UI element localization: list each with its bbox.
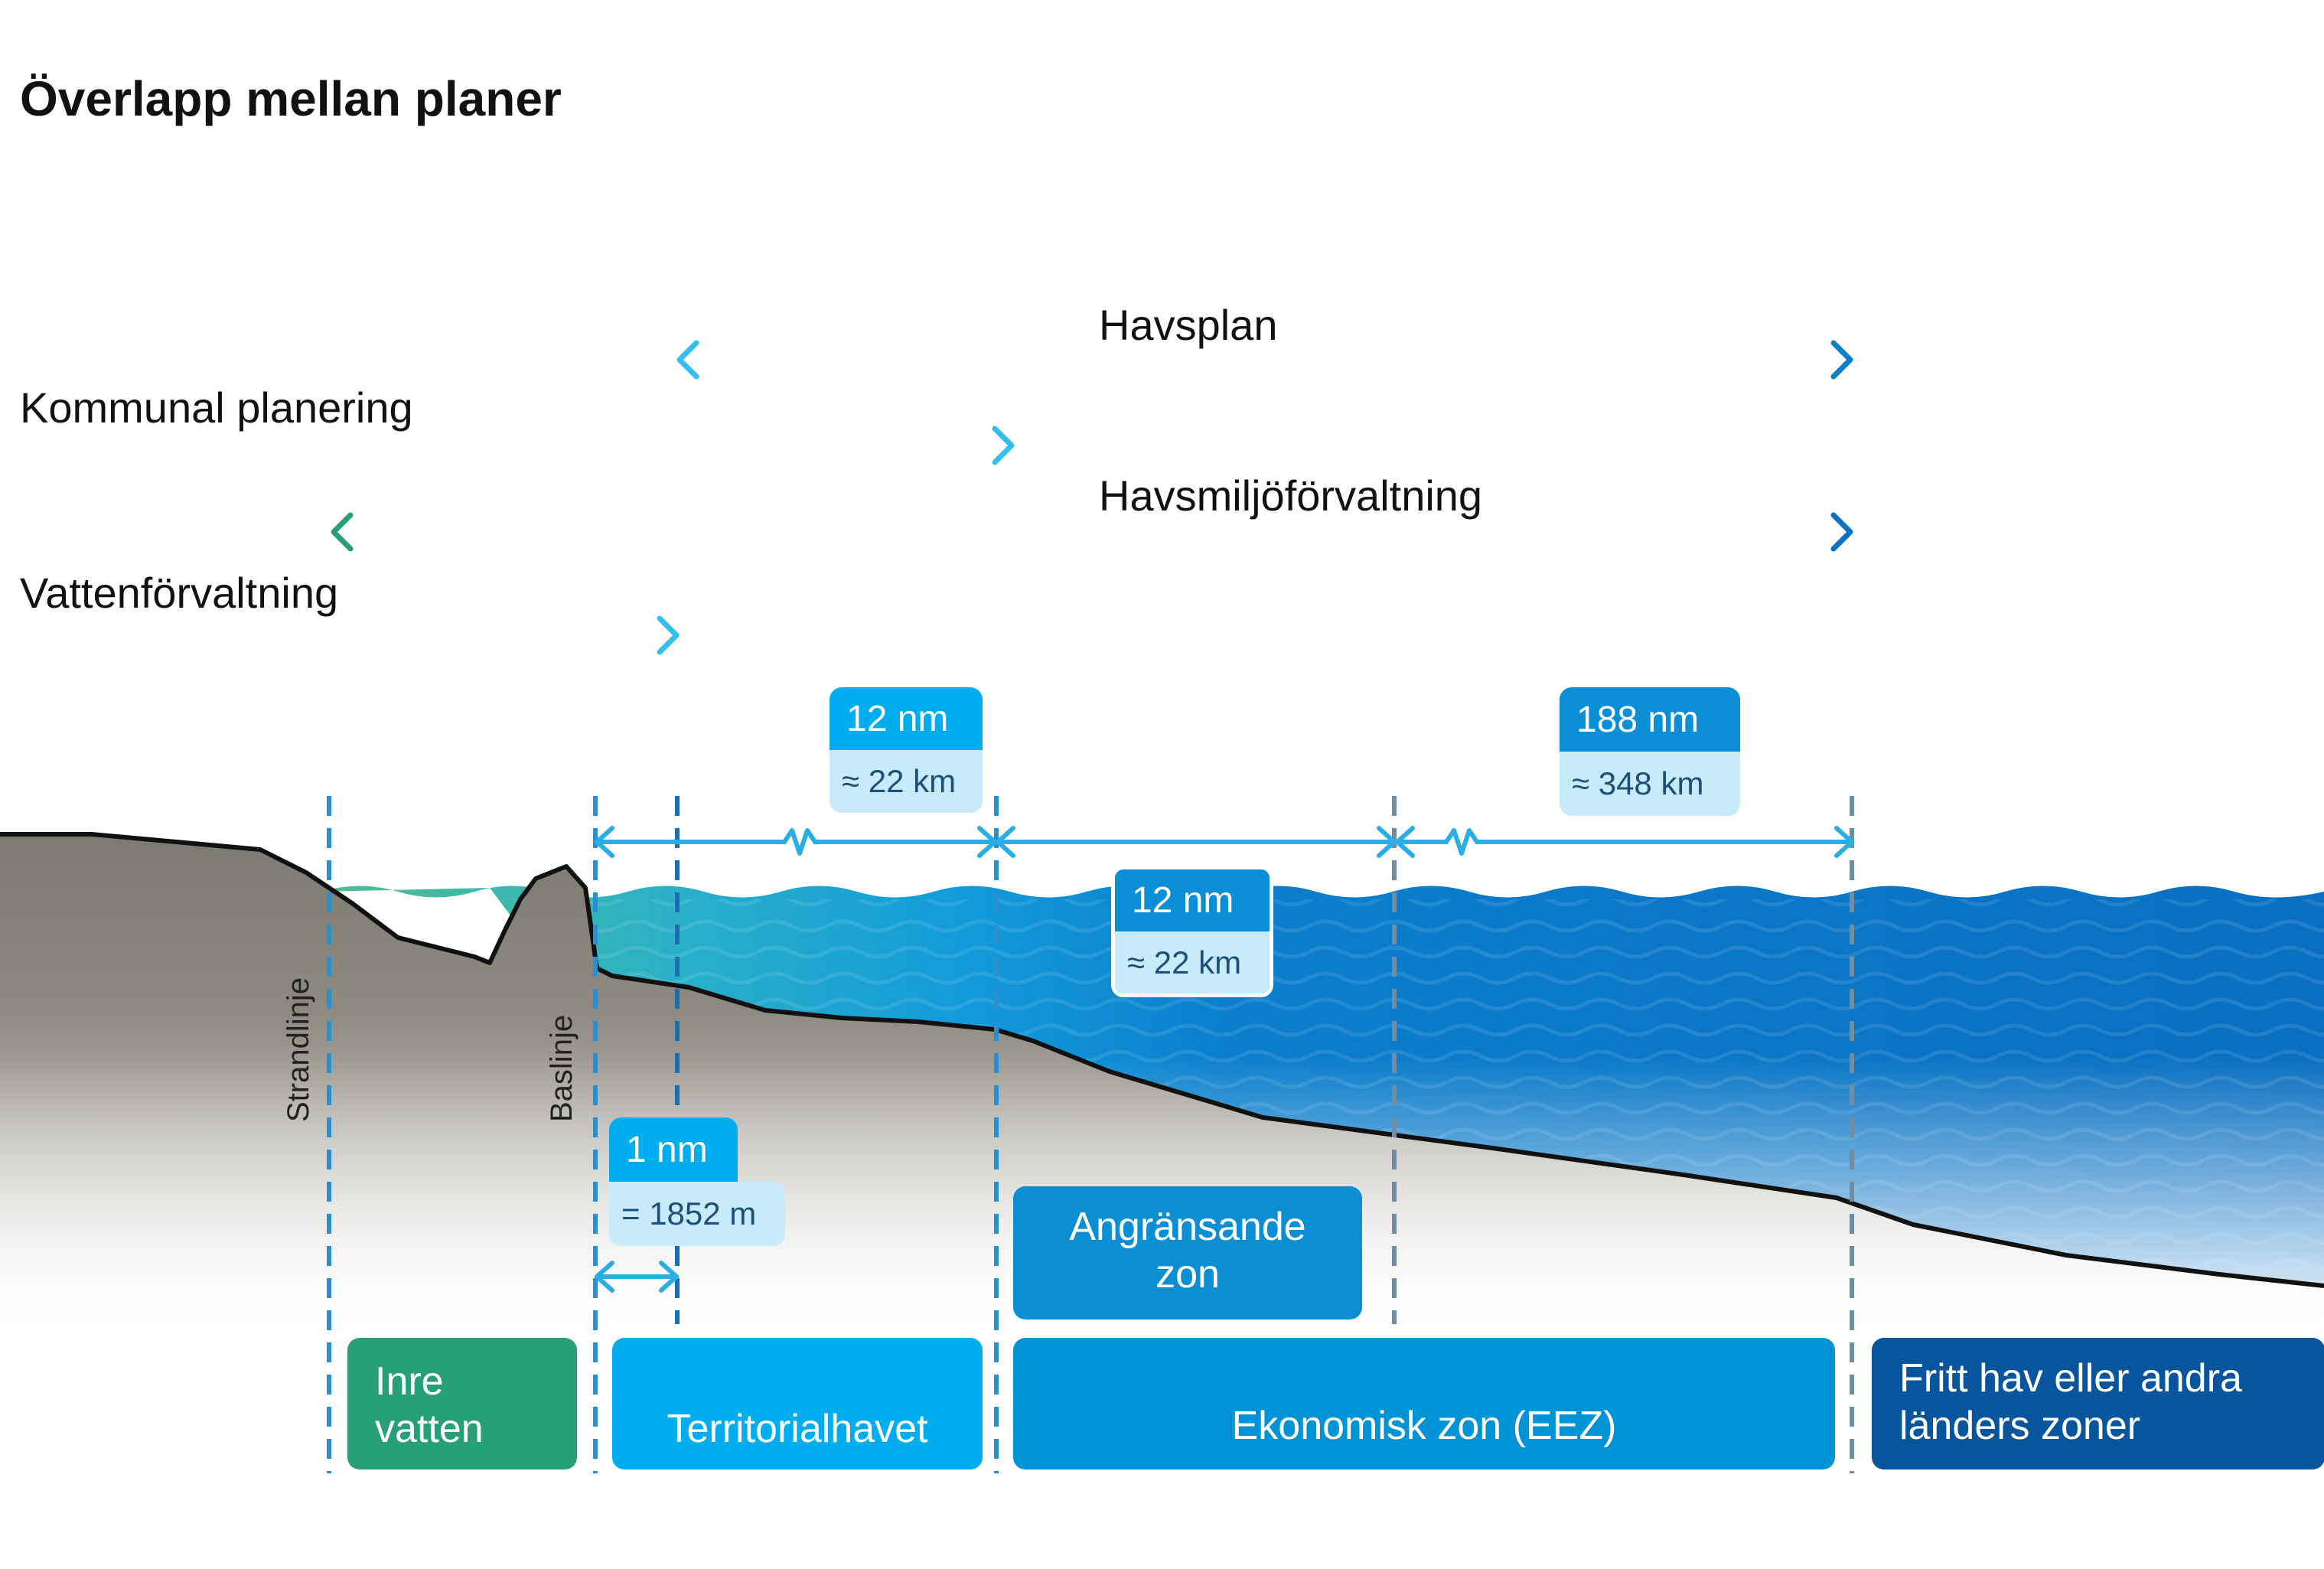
page-title: Överlapp mellan planer bbox=[20, 71, 562, 126]
havsmiljo-label: Havsmiljöförvaltning bbox=[1099, 471, 1483, 520]
baslinje-label: Baslinje bbox=[545, 1014, 579, 1122]
badge-nm: 12 nm bbox=[830, 687, 983, 750]
one-nm-badge: 1 nm = 1852 m bbox=[609, 1117, 785, 1246]
badge-km: ≈ 348 km bbox=[1560, 752, 1740, 816]
havsplan-arrow bbox=[676, 340, 1853, 380]
badge-nm: 12 nm bbox=[1115, 869, 1270, 931]
kommunal-label: Kommunal planering bbox=[20, 383, 413, 432]
contiguous-distance-badge: 12 nm ≈ 22 km bbox=[1111, 866, 1273, 997]
badge-nm: 188 nm bbox=[1560, 687, 1740, 752]
havsmiljo-arrow bbox=[331, 512, 1853, 552]
badge-nm: 1 nm bbox=[609, 1117, 738, 1182]
coastline bbox=[0, 832, 2324, 1288]
badge-km: ≈ 22 km bbox=[830, 750, 983, 813]
vatten-label: Vattenförvaltning bbox=[20, 569, 339, 617]
zone-angransande: Angränsande zon bbox=[1013, 1186, 1362, 1319]
territorial-distance-badge: 12 nm ≈ 22 km bbox=[830, 687, 983, 813]
badge-km: ≈ 22 km bbox=[1115, 931, 1270, 993]
zone-inre-vatten: Inre vatten bbox=[347, 1338, 577, 1470]
zone-boundary-lines bbox=[327, 796, 1854, 1473]
zone-eez: Ekonomisk zon (EEZ) bbox=[1013, 1338, 1835, 1470]
distance-arrows bbox=[595, 826, 1854, 1293]
vatten-arrow bbox=[0, 615, 680, 655]
badge-m: = 1852 m bbox=[609, 1182, 785, 1246]
strandlinje-label: Strandlinje bbox=[282, 977, 315, 1122]
zone-territorialhavet: Territorialhavet bbox=[612, 1338, 983, 1470]
eez-distance-badge: 188 nm ≈ 348 km bbox=[1560, 687, 1740, 816]
havsplan-label: Havsplan bbox=[1099, 301, 1278, 349]
zone-fritt-hav: Fritt hav eller andra länders zoner bbox=[1872, 1338, 2324, 1470]
kommunal-arrow bbox=[0, 426, 1015, 465]
